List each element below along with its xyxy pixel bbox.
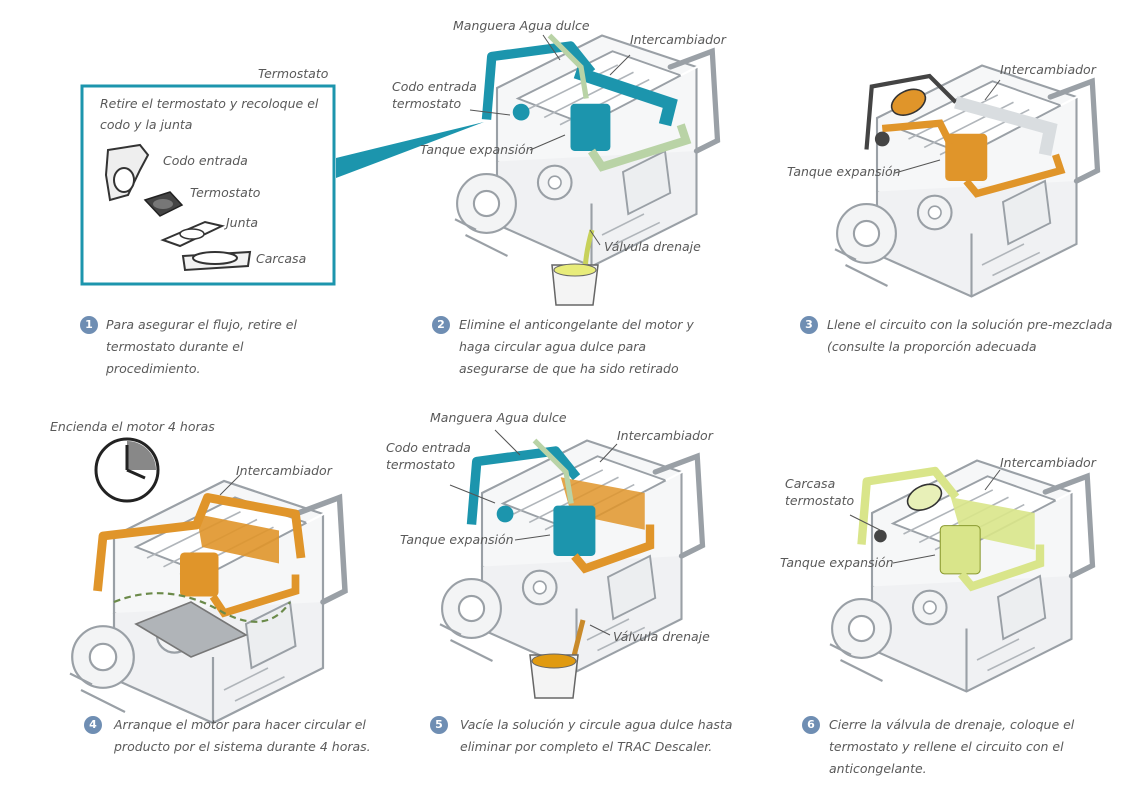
thermostat-callout [80, 84, 484, 286]
engine-illustration-5 [440, 441, 703, 672]
label-intercambiador-3: Intercambiador [1000, 62, 1096, 77]
step-number-1: 1 [80, 316, 98, 334]
label-carcasa-6: Carcasa termostato [785, 476, 855, 508]
label-tanque-5: Tanque expansión [400, 532, 514, 547]
part-label-carcasa: Carcasa [256, 251, 307, 266]
label-manguera-2: Manguera Agua dulce [453, 18, 590, 33]
label-tanque-3: Tanque expansión [787, 164, 901, 179]
label-codo-entrada-2: Codo entrada termostato [392, 79, 477, 111]
step-text-3: Llene el circuito con la solución pre-me… [827, 317, 1113, 354]
part-label-termostato: Termostato [190, 185, 261, 200]
thermostat-box-text: Retire el termostato y recoloque el codo… [100, 96, 319, 132]
label-manguera-5: Manguera Agua dulce [430, 410, 567, 425]
label-intercambiador-6: Intercambiador [1000, 455, 1096, 470]
label-tanque-2: Tanque expansión [420, 142, 534, 157]
label-intercambiador-4: Intercambiador [236, 463, 332, 478]
label-tanque-6: Tanque expansión [780, 555, 894, 570]
step-number-2: 2 [432, 316, 450, 334]
leader-lines [219, 34, 1001, 636]
engine-illustration-6 [830, 461, 1093, 692]
label-encienda-motor: Encienda el motor 4 horas [50, 419, 215, 434]
label-intercambiador-5: Intercambiador [617, 428, 713, 443]
thermostat-callout-title: Termostato [258, 66, 329, 81]
label-intercambiador-2: Intercambiador [630, 32, 726, 47]
label-valvula-2: Válvula drenaje [604, 239, 701, 254]
step-number-3: 3 [800, 316, 818, 334]
step-number-6: 6 [802, 716, 820, 734]
engine-illustration-2 [455, 36, 718, 267]
bucket-2 [551, 263, 599, 306]
step-text-5: Vacíe la solución y circule agua dulce h… [460, 717, 733, 754]
bucket-5 [529, 653, 579, 699]
step-text-4: Arranque el motor para hacer circular el… [114, 717, 371, 754]
step-text-1: Para asegurar el flujo, retire el termos… [106, 317, 297, 376]
label-valvula-5: Válvula drenaje [613, 629, 710, 644]
engine-illustration-4 [70, 481, 345, 723]
part-label-junta: Junta [226, 215, 259, 230]
step-number-5: 5 [430, 716, 448, 734]
label-codo-entrada-5: Codo entrada termostato [386, 440, 471, 472]
step-text-2: Elimine el anticongelante del motor y ha… [459, 317, 694, 376]
engine-illustration-3 [835, 66, 1098, 297]
step-text-6: Cierre la válvula de drenaje, coloque el… [829, 717, 1075, 776]
step-number-4: 4 [84, 716, 102, 734]
part-label-codo-entrada: Codo entrada [163, 153, 248, 168]
clock-icon [94, 437, 160, 503]
